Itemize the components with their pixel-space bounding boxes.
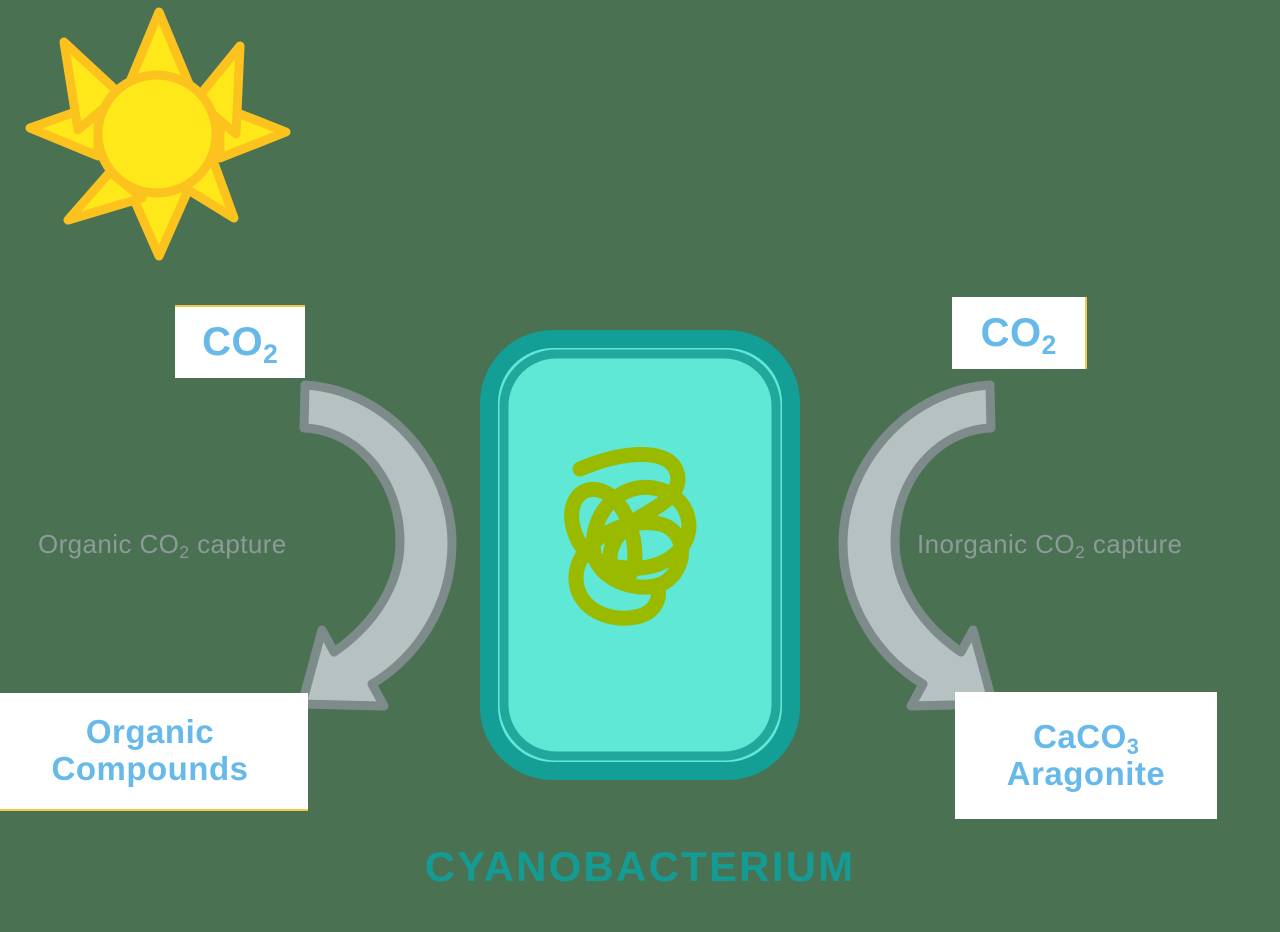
co2-input-left-label: CO2 [202,320,278,369]
subscript: 3 [1126,734,1139,760]
subscript: 2 [263,339,278,369]
co2-input-right-box: CO2 [952,297,1087,369]
page-title: CYANOBACTERIUM [424,843,856,890]
organic-capture-arrow [280,368,490,713]
subscript: 2 [179,542,190,563]
cyanobacterium-cell [480,330,800,780]
sun-icon [14,6,304,268]
organic-capture-caption: Organic CO2 capture [38,529,287,563]
subscript: 2 [1074,542,1086,563]
inorganic-capture-arrow [805,368,1015,713]
subscript: 2 [1041,329,1057,360]
thylakoid-squiggle [564,446,697,626]
inorganic-capture-caption: Inorganic CO2 capture [917,529,1183,563]
co2-input-left-box: CO2 [175,305,305,378]
cell-inner-ring [499,349,781,761]
co2-input-right-label: CO2 [980,310,1057,360]
